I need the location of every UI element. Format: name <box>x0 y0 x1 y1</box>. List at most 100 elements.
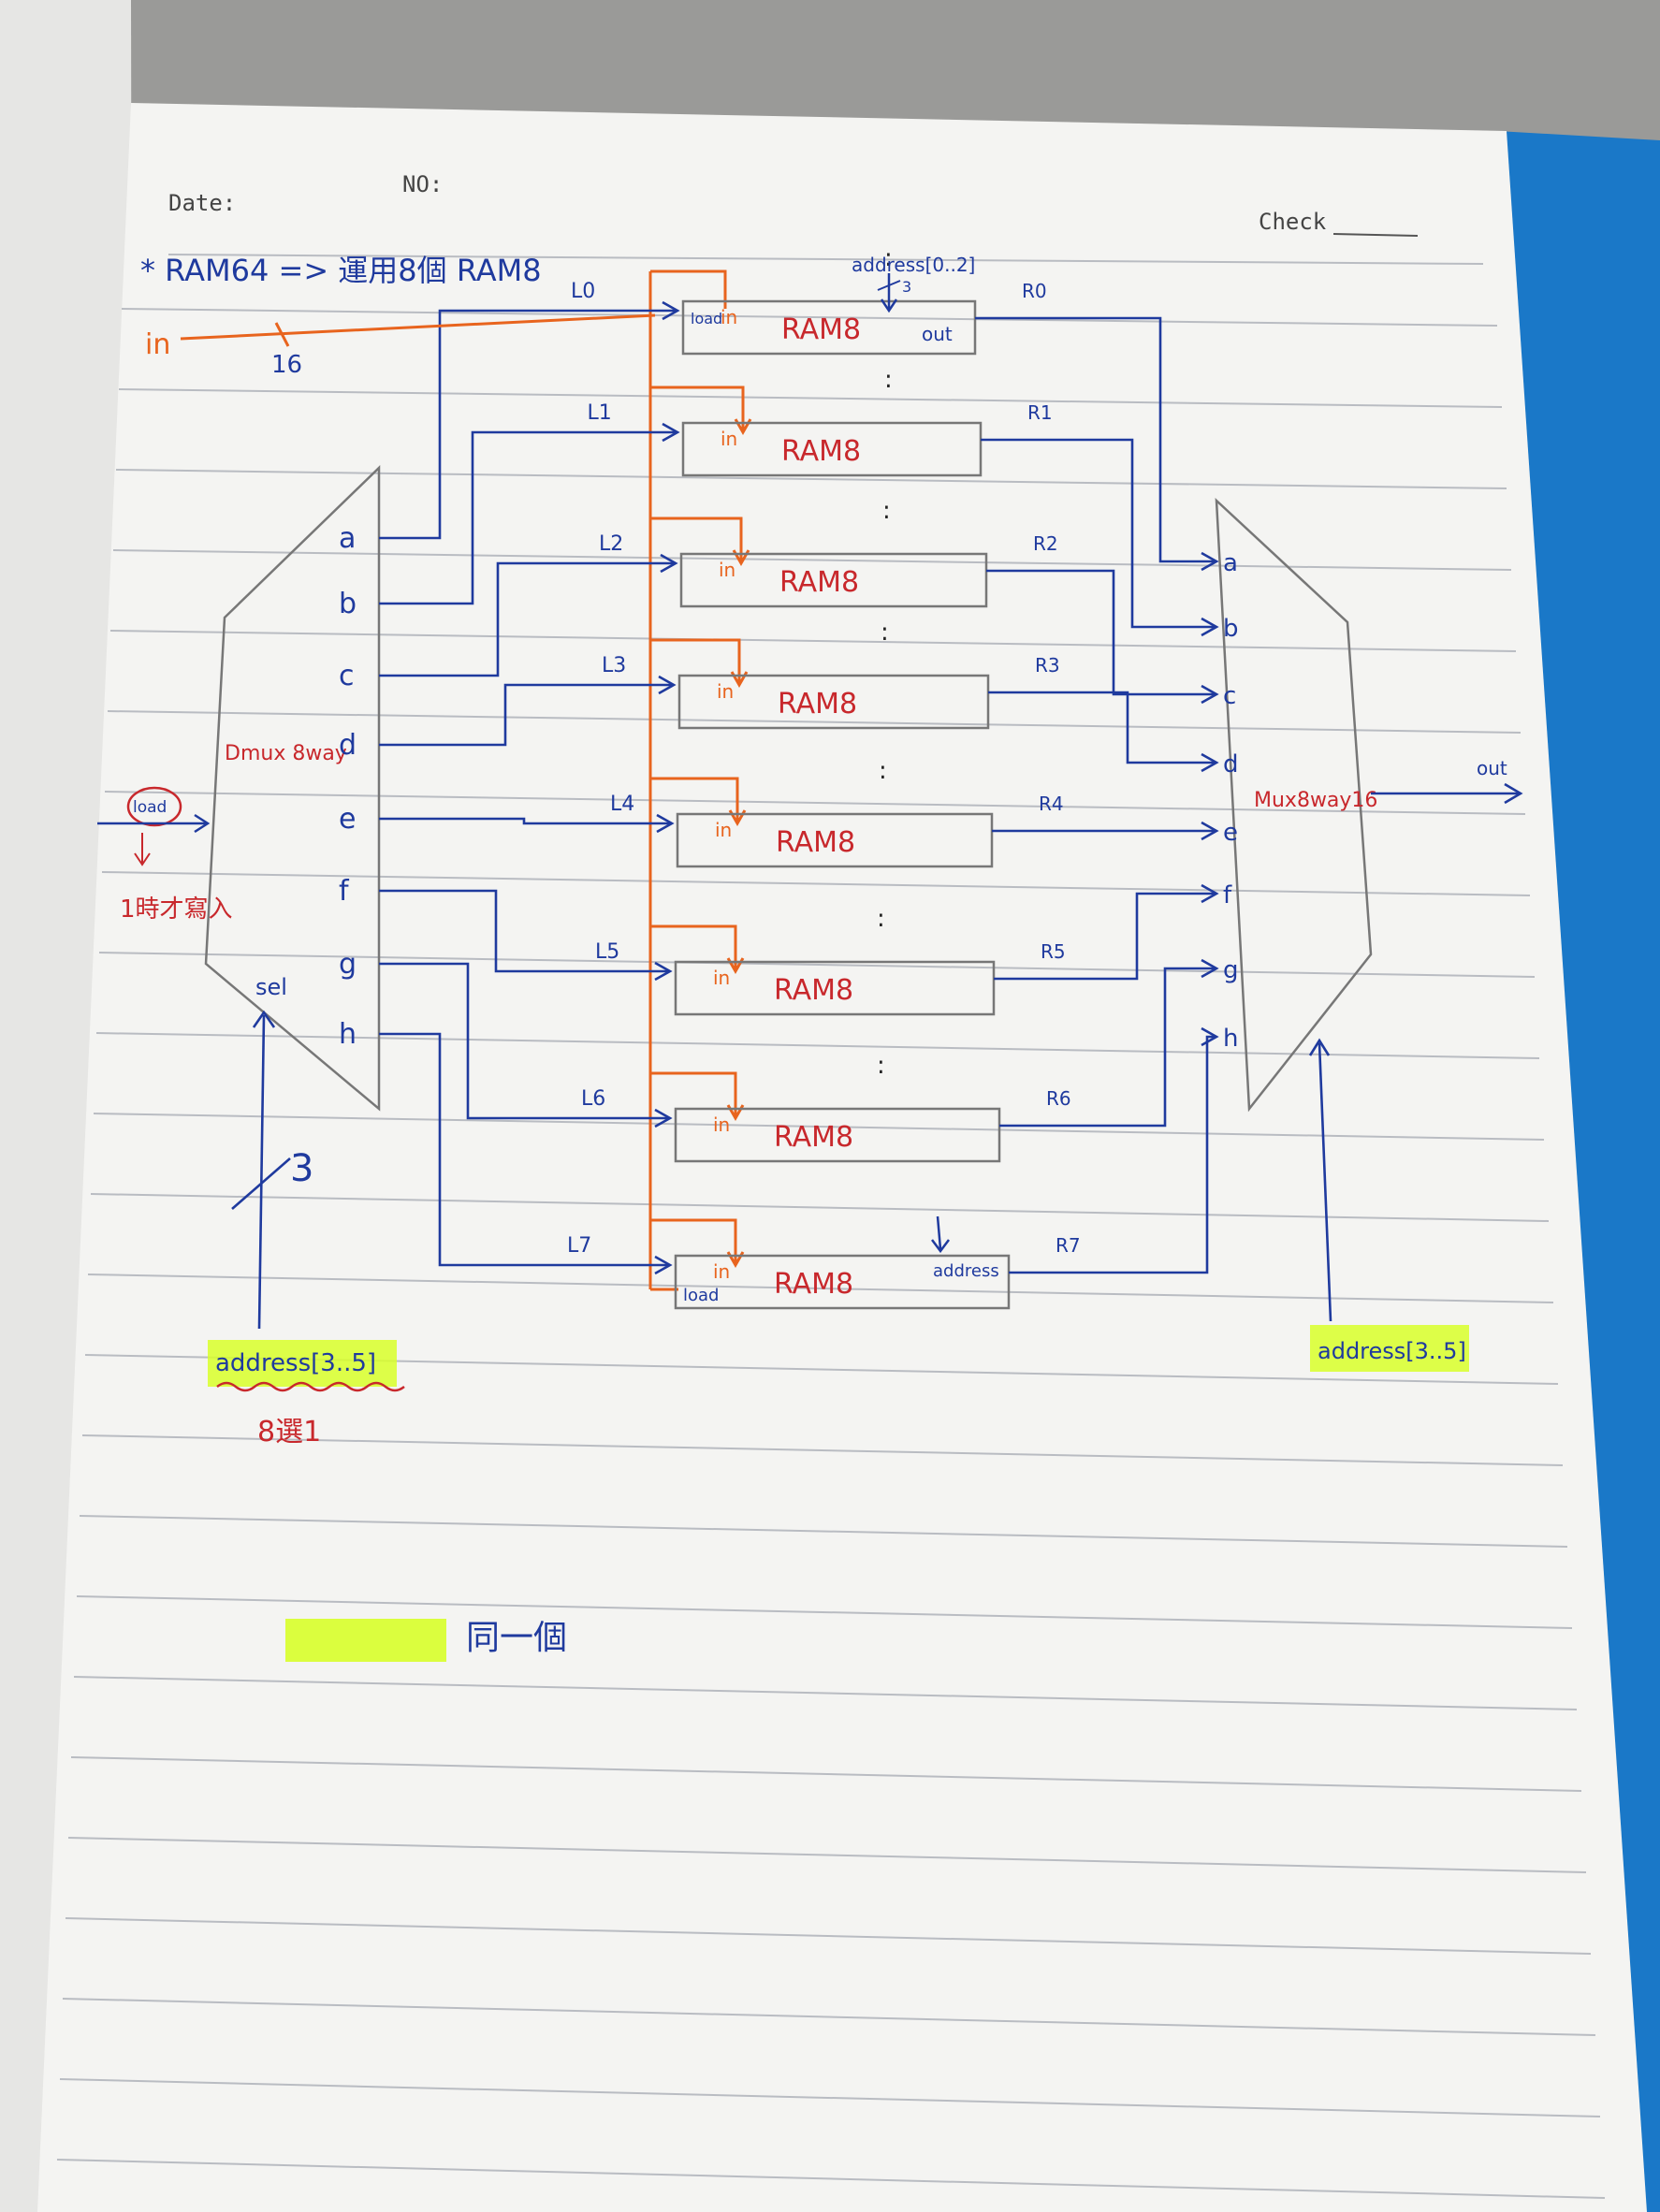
address-right-label: address[3..5] <box>1318 1338 1466 1364</box>
in-bus-tap <box>650 1071 737 1116</box>
ram-dots: : <box>884 244 893 272</box>
out-wire-1 <box>981 438 1215 629</box>
load-circle <box>126 786 182 827</box>
dmux-output-b: b <box>339 588 357 620</box>
dmux-block <box>204 465 381 1112</box>
ram-dots: : <box>884 366 893 394</box>
ram8-block <box>674 960 996 1016</box>
ram0-load-label: load <box>691 310 722 327</box>
mux-block <box>1215 497 1373 1113</box>
load-note: 1時才寫入 <box>120 895 233 924</box>
dmux-output-f: f <box>339 875 350 908</box>
ruled-line <box>87 1273 1554 1303</box>
highlight-address-left <box>208 1340 397 1387</box>
ram-dots: : <box>882 497 891 525</box>
address-left-label: address[3..5] <box>215 1349 376 1377</box>
mux-sel-wire <box>1318 1042 1332 1322</box>
legend-text: 同一個 <box>466 1619 567 1657</box>
load-line-label: L4 <box>610 793 634 816</box>
load-line-label: L3 <box>602 654 626 677</box>
ram8-in-label: in <box>719 559 735 581</box>
ruled-line <box>98 952 1536 978</box>
ram8-block <box>681 299 977 356</box>
ram8-label: RAM8 <box>774 974 853 1007</box>
ruled-line <box>101 871 1531 896</box>
in-bus-tap <box>650 924 737 969</box>
ram8-in-label: in <box>715 819 732 841</box>
in-bus-tap <box>650 517 743 561</box>
ram8-label: RAM8 <box>776 826 855 859</box>
ram8-in-label: in <box>721 428 737 450</box>
load-arrowhead <box>662 422 680 443</box>
out-line-label: R7 <box>1056 1234 1081 1257</box>
in-bus-tap <box>650 269 727 309</box>
ram8-in-label: in <box>721 306 737 328</box>
load-wire-6 <box>379 962 668 1120</box>
date-label: Date: <box>168 190 236 216</box>
ruled-line <box>56 2159 1606 2199</box>
out-wire-7 <box>1009 1035 1215 1274</box>
out-line-label: R5 <box>1041 940 1066 963</box>
load-wire-0 <box>379 309 676 540</box>
dmux-output-a: a <box>339 522 356 555</box>
input-in-wire <box>180 313 656 341</box>
address-left-note: 8選1 <box>257 1416 321 1448</box>
in-bus-tap <box>650 777 739 822</box>
mux-input-f: f <box>1223 881 1232 910</box>
mux-input-a: a <box>1223 549 1238 577</box>
out-wire-3 <box>988 691 1215 764</box>
ram-dots: : <box>879 757 887 785</box>
ram7-load-label: load <box>683 1286 719 1305</box>
load-line-label: L0 <box>571 280 595 303</box>
out-line-label: R4 <box>1039 793 1064 815</box>
ruled-line <box>95 1032 1540 1059</box>
ram8-block <box>674 1107 1001 1163</box>
load-arrowhead <box>656 813 675 834</box>
out-line-label: R2 <box>1033 532 1058 555</box>
legend-swatch <box>285 1619 446 1662</box>
ram7-address-arrow <box>936 1215 942 1250</box>
out-wire-2 <box>986 569 1215 696</box>
check-underline <box>1332 233 1419 237</box>
input-width-tick <box>274 322 290 347</box>
sel-wire <box>257 1014 266 1330</box>
ram8-in-label: in <box>717 680 734 703</box>
notebook-page <box>37 103 1647 2212</box>
load-line-label: L6 <box>581 1087 605 1111</box>
ruled-line <box>109 630 1517 652</box>
ruled-line <box>73 1676 1578 1710</box>
mux-input-b: b <box>1223 615 1239 643</box>
load-arrowhead <box>658 675 677 695</box>
load-arrowhead <box>662 300 680 321</box>
page-title: * RAM64 => 運用8個 RAM8 <box>140 253 542 288</box>
address-top-label: address[0..2] <box>852 254 975 276</box>
ruled-line <box>115 469 1507 489</box>
mux-input-e: e <box>1223 819 1238 847</box>
ram8-label: RAM8 <box>774 1268 853 1301</box>
load-wire-2 <box>379 561 674 677</box>
ruled-lines <box>56 254 1606 2199</box>
ram7-address-label: address <box>933 1261 999 1281</box>
mux-out-label: out <box>1477 757 1507 779</box>
load-line-label: L5 <box>595 940 619 964</box>
ruled-line <box>93 1113 1545 1141</box>
out-wire-5 <box>994 892 1215 981</box>
out-wire-6 <box>999 967 1215 1128</box>
mux-input-h: h <box>1223 1025 1238 1053</box>
ram8-label: RAM8 <box>781 313 861 346</box>
header-rule <box>167 254 1484 265</box>
out-arrowhead <box>1201 883 1219 904</box>
ruled-line <box>90 1193 1550 1222</box>
sel-width: 3 <box>290 1147 313 1190</box>
load-arrowhead <box>654 1255 673 1275</box>
dmux-label: Dmux 8way <box>225 742 347 765</box>
load-wire-4 <box>379 817 670 825</box>
ruled-line <box>79 1515 1568 1548</box>
ruled-line <box>62 1998 1596 2036</box>
ram8-label: RAM8 <box>778 688 857 720</box>
load-arrowhead <box>660 553 678 574</box>
